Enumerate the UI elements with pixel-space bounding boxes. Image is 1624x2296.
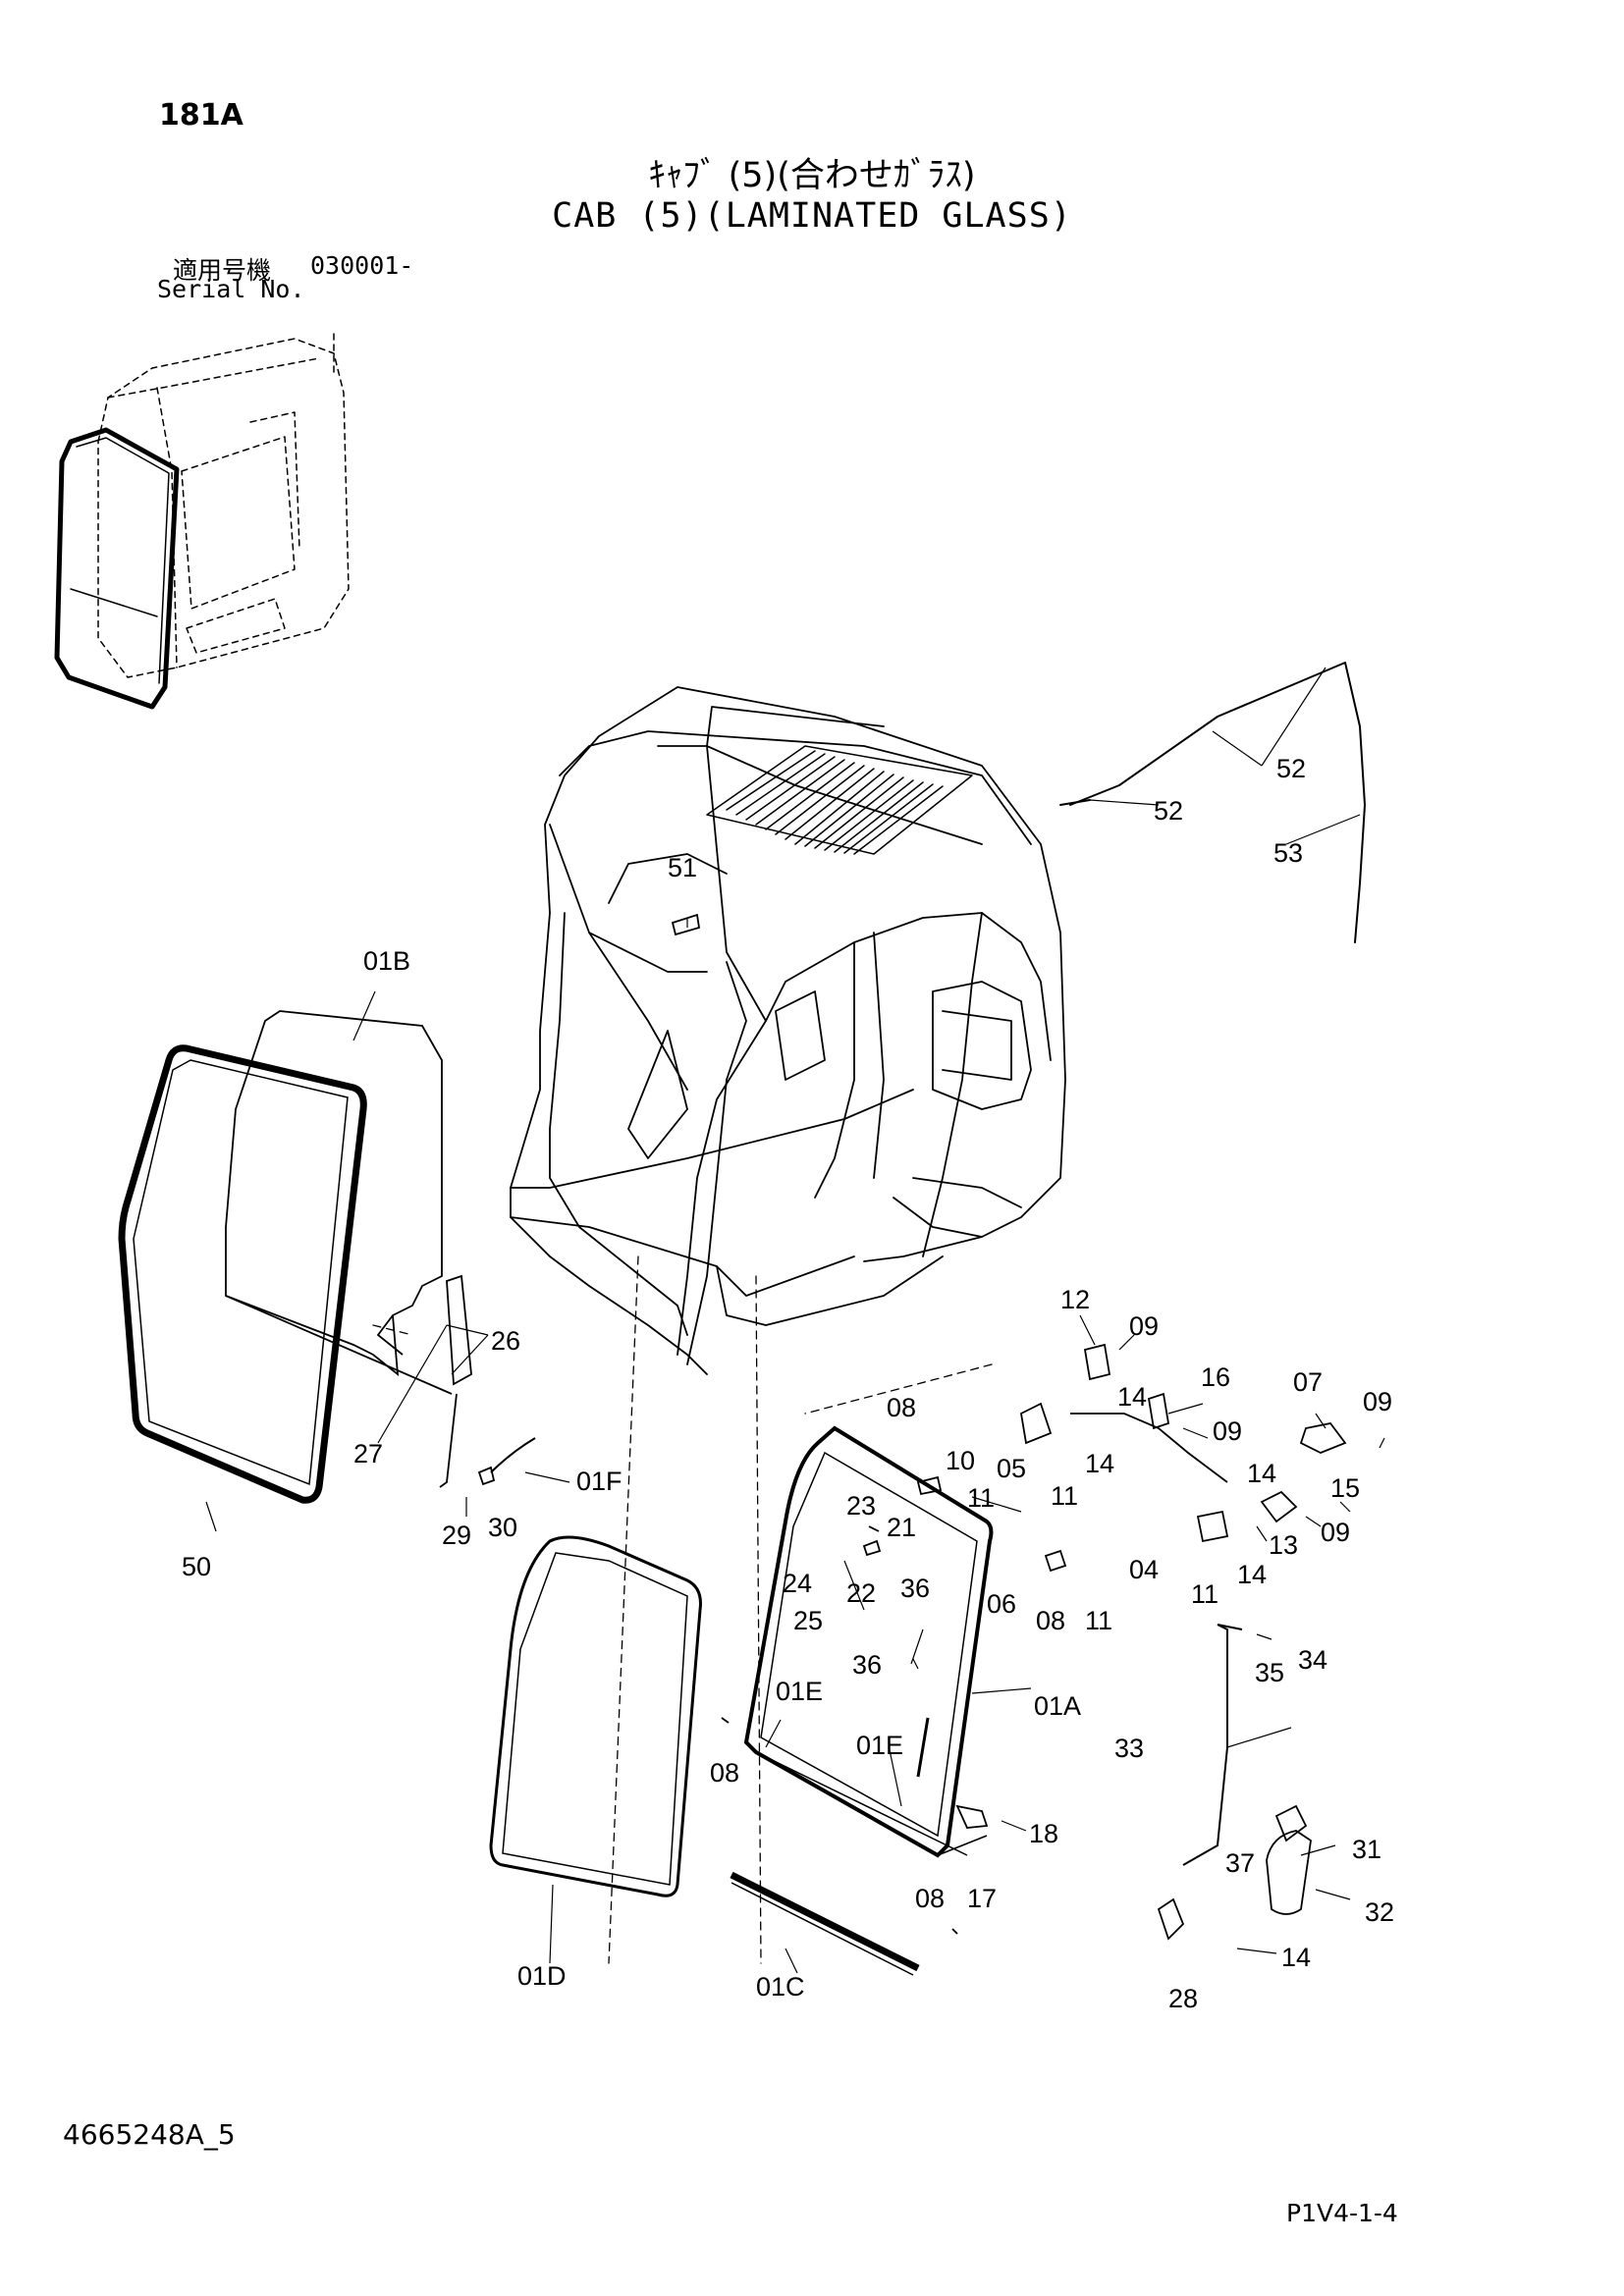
callout-01A: 01A [1034, 1691, 1081, 1721]
wire-harness [1059, 662, 1366, 943]
callout-28: 28 [1168, 1984, 1198, 2013]
drawing-number: 4665248A_5 [63, 2118, 236, 2151]
callout-36-b: 36 [852, 1650, 882, 1680]
callout-14-a: 14 [1117, 1382, 1147, 1412]
door-frame-01A [743, 1425, 994, 1858]
callout-27: 27 [353, 1439, 383, 1468]
callout-07: 07 [1293, 1367, 1323, 1397]
callout-23: 23 [846, 1491, 876, 1521]
glass-01D [489, 1535, 702, 1897]
callout-09-a: 09 [1129, 1311, 1159, 1341]
callout-10: 10 [946, 1446, 975, 1475]
cab-frame [510, 686, 1066, 1375]
callout-52-a: 52 [1276, 754, 1306, 783]
callout-11-b: 11 [1051, 1481, 1078, 1511]
serial-label-japanese: 適用号機 [173, 256, 272, 285]
hardware-parts [439, 913, 1347, 1941]
callout-09-b: 09 [1213, 1416, 1242, 1446]
callout-04: 04 [1129, 1555, 1159, 1584]
callout-25: 25 [793, 1606, 823, 1635]
callout-11-c: 11 [1191, 1579, 1218, 1609]
callout-08-c: 08 [710, 1758, 739, 1788]
callout-01B: 01B [363, 946, 410, 976]
callout-01F: 01F [576, 1467, 623, 1496]
callout-14-d: 14 [1237, 1560, 1267, 1589]
callout-01D: 01D [517, 1961, 567, 1991]
callout-37: 37 [1225, 1848, 1255, 1878]
callout-08-d: 08 [915, 1884, 945, 1913]
callout-34: 34 [1298, 1645, 1327, 1675]
callout-50: 50 [182, 1552, 211, 1581]
callout-01E-b: 01E [856, 1731, 903, 1760]
callout-06: 06 [987, 1589, 1016, 1619]
callout-labels: 01B 50 27 26 29 30 01F 51 52 52 53 12 09… [182, 754, 1394, 2013]
diagram-title-japanese: ｷｬﾌﾞ (5)(合わせｶﾞﾗｽ) [648, 156, 976, 195]
callout-08-b: 08 [1036, 1606, 1065, 1635]
sill-01C [730, 1871, 920, 1976]
callout-17: 17 [967, 1884, 997, 1913]
callout-51: 51 [668, 853, 697, 882]
cab-leader-lines [372, 1255, 993, 1964]
callout-22: 22 [846, 1578, 876, 1608]
callout-05: 05 [997, 1454, 1026, 1483]
callout-14-c: 14 [1247, 1459, 1276, 1488]
callout-26: 26 [491, 1326, 520, 1356]
callout-32: 32 [1365, 1897, 1394, 1927]
callout-09-d: 09 [1321, 1518, 1350, 1547]
serial-label-english: Serial No. [157, 275, 305, 303]
page-reference: P1V4-1-4 [1286, 2199, 1398, 2227]
callout-14-b: 14 [1085, 1449, 1114, 1478]
callout-13: 13 [1269, 1530, 1298, 1560]
callout-14-e: 14 [1281, 1943, 1311, 1972]
callout-18: 18 [1029, 1819, 1058, 1848]
callout-16: 16 [1201, 1362, 1230, 1392]
callout-52-b: 52 [1154, 796, 1183, 826]
callout-11-a: 11 [967, 1483, 995, 1513]
weatherstrip-50 [118, 1044, 367, 1504]
callout-21: 21 [887, 1513, 916, 1542]
callout-33: 33 [1114, 1734, 1144, 1763]
callout-12: 12 [1060, 1285, 1090, 1314]
cab-thumbnail [54, 333, 350, 710]
callout-15: 15 [1330, 1473, 1360, 1503]
callout-36-a: 36 [900, 1574, 930, 1603]
callout-09-c: 09 [1363, 1387, 1392, 1416]
callout-53: 53 [1273, 838, 1303, 868]
callout-01E-a: 01E [776, 1677, 823, 1706]
serial-number-value: 030001- [310, 251, 414, 280]
callout-01C: 01C [756, 1972, 805, 2002]
callout-11-d: 11 [1085, 1606, 1112, 1635]
callout-30: 30 [488, 1513, 517, 1542]
roof-panel [706, 745, 973, 855]
diagram-title-english: CAB (5)(LAMINATED GLASS) [552, 196, 1072, 236]
callout-08-a: 08 [887, 1393, 916, 1422]
callout-31: 31 [1352, 1835, 1381, 1864]
page-number: 181A [159, 98, 244, 133]
callout-24: 24 [783, 1569, 812, 1598]
callout-leaders [205, 667, 1385, 1974]
callout-29: 29 [442, 1521, 471, 1550]
wiper-arm-33 [1182, 1624, 1243, 1866]
callout-35: 35 [1255, 1658, 1284, 1687]
